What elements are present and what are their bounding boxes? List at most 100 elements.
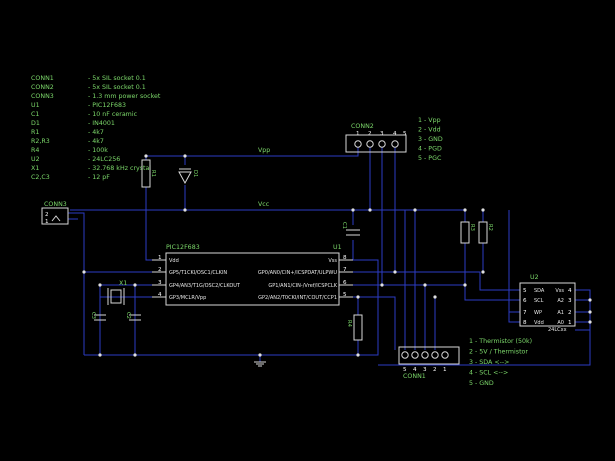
capacitor-c2: C2 xyxy=(125,312,141,321)
c2-label: C2 xyxy=(125,312,131,319)
bom-ref: CONN3 xyxy=(31,93,54,100)
conn1-legend-line: 3 - SDA <--> xyxy=(469,359,509,366)
conn2-ref: CONN2 xyxy=(351,123,374,130)
u1-pin-name: GP1/AN1/CIN-/Vref/ICSPCLK xyxy=(268,283,337,289)
bom-ref: X1 xyxy=(31,165,39,172)
conn1-legend-line: 2 - 5V / Thermistor xyxy=(469,349,528,356)
resistor-r1: R1 xyxy=(141,159,156,188)
capacitor-c3: C3 xyxy=(90,312,106,321)
bom-ref: D1 xyxy=(31,120,40,127)
conn2-legend-line: 5 - PGC xyxy=(418,155,442,162)
u1-ref: U1 xyxy=(333,244,342,251)
x1-label: X1 xyxy=(119,280,127,287)
u2-pin-number: 7 xyxy=(523,310,527,316)
ground-symbol xyxy=(254,361,266,367)
bom-value: - 12 pF xyxy=(88,174,110,181)
u1-pin-number: 4 xyxy=(158,292,162,298)
conn1-ref: CONN1 xyxy=(403,373,426,380)
c1-label: C1 xyxy=(341,222,347,229)
u1-pin-name: GP3/MCLR/Vpp xyxy=(169,295,206,301)
u2-ref: U2 xyxy=(530,274,539,281)
diode-d1: D1 xyxy=(178,168,198,185)
conn1-pin-number: 2 xyxy=(433,367,437,373)
conn2-legend-line: 4 - PGD xyxy=(418,146,442,153)
conn1-legend-line: 1 - Thermistor (50k) xyxy=(469,338,532,345)
conn2-legend-line: 1 - Vpp xyxy=(418,117,441,124)
r2-label: R2 xyxy=(487,224,493,231)
bom-value: - 4k7 xyxy=(88,138,104,145)
u2-pin-name: Vss xyxy=(555,288,564,294)
resistor-r4: R4 xyxy=(346,314,363,341)
u1-pin-number: 6 xyxy=(343,280,347,286)
bom-ref: R1 xyxy=(31,129,39,136)
conn2-pin-number: 5 xyxy=(403,131,407,137)
u1-pin-number: 5 xyxy=(343,292,347,298)
bom-ref: R4 xyxy=(31,147,39,154)
bom-value: - 10 nF ceramic xyxy=(88,111,138,118)
capacitor-c1: C1 xyxy=(341,222,360,236)
conn1-pin-number: 1 xyxy=(443,367,447,373)
u2-pin-number: 1 xyxy=(568,320,572,326)
conn1-pin-number: 3 xyxy=(423,367,427,373)
conn1-legend-line: 5 - GND xyxy=(469,380,494,387)
r1-label: R1 xyxy=(150,170,156,177)
net-label-vcc: Vcc xyxy=(258,201,270,208)
bom-ref: C1 xyxy=(31,111,39,118)
u2-pin-number: 5 xyxy=(523,288,527,294)
conn3-connector: 2 1 CONN3 xyxy=(41,201,69,225)
bom-value: - PIC12F683 xyxy=(88,102,126,109)
net-label-vpp: Vpp xyxy=(258,147,270,154)
bom-value: - 4k7 xyxy=(88,129,104,136)
bom-value: - IN4001 xyxy=(88,120,115,127)
u1-pin-name: Vss xyxy=(328,258,337,264)
bom-ref: CONN2 xyxy=(31,84,54,91)
u1-pin-number: 3 xyxy=(158,280,162,286)
bom-value: - 5x SIL socket 0.1 xyxy=(88,75,146,82)
u2-pin-name: Vdd xyxy=(534,320,544,326)
conn2-pin-number: 1 xyxy=(356,131,360,137)
resistor-r3: R3 xyxy=(460,221,475,244)
u1-pin-name: GP4/AN3/T1G/OSC2/CLKOUT xyxy=(169,283,241,289)
conn1-pin-number: 4 xyxy=(413,367,417,373)
junctions xyxy=(82,154,592,357)
u2-pin-number: 8 xyxy=(523,320,527,326)
conn2-legend-line: 3 - GND xyxy=(418,136,443,143)
conn3-pin-2: 2 xyxy=(45,212,49,218)
r3-label: R3 xyxy=(469,224,475,231)
u2-pin-name: WP xyxy=(534,310,542,316)
u1-pin-name: GP0/AN0/CIN+/ICSPDAT/ULPWU xyxy=(258,270,337,276)
bom-ref: R2,R3 xyxy=(31,138,50,145)
u1-pin-number: 2 xyxy=(158,267,162,273)
u2-pin-name: A2 xyxy=(557,298,564,304)
u2-pin-name: SCL xyxy=(534,298,544,304)
conn1-legend: 1 - Thermistor (50k) 2 - 5V / Thermistor 3… xyxy=(469,338,532,387)
d1-label: D1 xyxy=(192,170,198,177)
wires xyxy=(68,147,591,366)
bom-value: - 24LC256 xyxy=(88,156,120,163)
conn1-pin-number: 5 xyxy=(403,367,407,373)
u1-pin-number: 7 xyxy=(343,267,347,273)
u2-pin-name: A0 xyxy=(557,320,564,326)
u2-part: 24LCxx xyxy=(548,327,567,333)
conn2-pin-number: 2 xyxy=(368,131,372,137)
conn3-ref: CONN3 xyxy=(44,201,67,208)
u2-pin-number: 2 xyxy=(568,310,572,316)
conn1-legend-line: 4 - SCL <--> xyxy=(469,370,508,377)
c3-label: C3 xyxy=(90,312,96,319)
u2-pin-name: SDA xyxy=(534,288,545,294)
conn2-pin-number: 3 xyxy=(380,131,384,137)
u2-pin-number: 3 xyxy=(568,298,572,304)
u1-pin-name: GP2/AN2/T0CKI/INT/COUT/CCP1 xyxy=(258,295,337,301)
u2-pin-number: 4 xyxy=(568,288,572,294)
r4-label: R4 xyxy=(346,320,352,328)
